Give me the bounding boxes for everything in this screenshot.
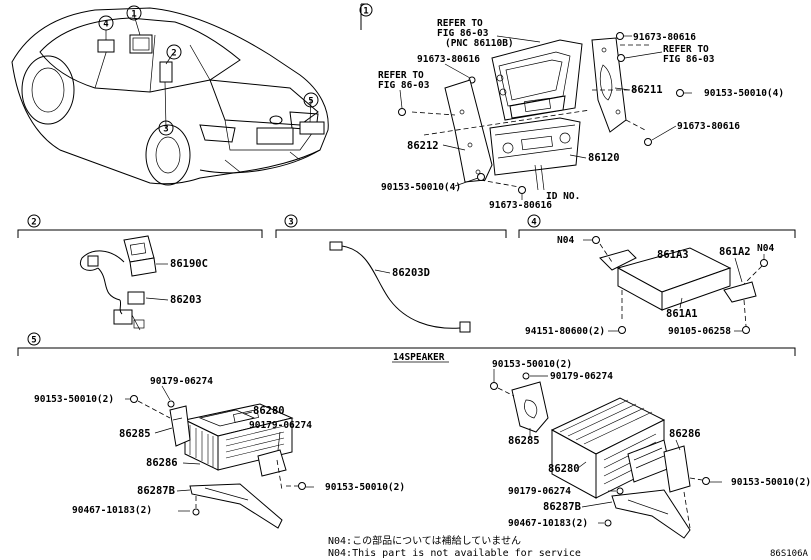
refer-top-line1: REFER TO	[437, 18, 483, 29]
section-2-badge: 2	[31, 218, 36, 228]
n04-label-b: N04	[757, 243, 774, 254]
car-callout-3: 3	[163, 125, 168, 135]
section-3: 3 86203D	[275, 214, 507, 333]
right-part-86286: 86286	[669, 428, 701, 440]
part-90105-06258: 90105-06258	[668, 326, 731, 337]
right-part-90153-50010-2-b: 90153-50010(2)	[731, 477, 811, 488]
car-callout-1: 1	[131, 10, 136, 20]
part-94151-80600-2: 94151-80600(2)	[525, 326, 605, 337]
refer-right-line1: REFER TO	[663, 44, 709, 55]
refer-right-line2: FIG 86-03	[663, 54, 715, 65]
car-callout-4: 4	[103, 20, 109, 30]
part-861A2: 861A2	[719, 246, 751, 258]
left-part-86280: 86280	[253, 405, 285, 417]
right-part-90153-50010-2-a: 90153-50010(2)	[492, 359, 572, 370]
part-90153-50010-4-b: 90153-50010(4)	[381, 182, 461, 193]
refer-top-line2: FIG 86-03	[437, 28, 489, 39]
part-90153-50010-4-a: 90153-50010(4)	[704, 88, 784, 99]
section-4-badge: 4	[531, 218, 537, 228]
part-86120: 86120	[588, 152, 620, 164]
left-part-90179-06274-a: 90179-06274	[150, 376, 213, 387]
refer-top-line3: (PNC 86110B)	[445, 38, 514, 49]
section-2: 2 86190C 86203	[17, 214, 263, 331]
section-3-badge: 3	[288, 218, 293, 228]
footer-note-japanese: N04:この部品については補給していません	[328, 534, 521, 547]
car-callout-5: 5	[308, 97, 313, 107]
part-861A3: 861A3	[657, 249, 689, 261]
part-86190C: 86190C	[170, 258, 208, 270]
right-part-86280: 86280	[548, 463, 580, 475]
car-callout-2: 2	[171, 49, 176, 59]
right-part-90179-06274-a: 90179-06274	[550, 371, 613, 382]
id-no-label: ID NO.	[546, 191, 580, 202]
right-part-90179-06274-b: 90179-06274	[508, 486, 571, 497]
left-part-90467-10183-2: 90467-10183(2)	[72, 505, 152, 516]
part-91673-80616-a: 91673-80616	[417, 54, 480, 65]
part-91673-80616-b: 91673-80616	[633, 32, 696, 43]
section-1-badge: 1	[363, 7, 368, 17]
left-part-90179-06274-b: 90179-06274	[249, 420, 312, 431]
left-part-86287B: 86287B	[137, 485, 175, 497]
section-1: 1 REFER TO FIG 86-03 (PNC 86110B) 91673-…	[359, 3, 784, 211]
part-91673-80616-d: 91673-80616	[489, 200, 552, 211]
speaker-label: 14SPEAKER	[393, 352, 445, 363]
figure-code: 86S106A	[770, 549, 809, 559]
section-5-badge: 5	[31, 336, 36, 346]
right-part-86285: 86285	[508, 435, 540, 447]
part-91673-80616-c: 91673-80616	[677, 121, 740, 132]
part-86211: 86211	[631, 84, 663, 96]
part-86212: 86212	[407, 140, 439, 152]
left-part-90153-50010-2-b: 90153-50010(2)	[325, 482, 405, 493]
part-86203: 86203	[170, 294, 202, 306]
left-part-86285: 86285	[119, 428, 151, 440]
right-part-90467-10183-2: 90467-10183(2)	[508, 518, 588, 529]
section-5: 5 14SPEAKER 90179-06274 90153-50010(2) 8…	[17, 332, 811, 539]
left-part-90153-50010-2-a: 90153-50010(2)	[34, 394, 114, 405]
section-4: 4 N04 N04 861A3 861A2 861A1 94151-80600(…	[518, 214, 796, 337]
car-illustration: 4 1 2 3 5	[11, 5, 329, 186]
left-part-86286: 86286	[146, 457, 178, 469]
footer-note-english: N04:This part is not available for servi…	[328, 548, 581, 559]
refer-left-line2: FIG 86-03	[378, 80, 430, 91]
part-86203D: 86203D	[392, 267, 430, 279]
n04-label-a: N04	[557, 235, 574, 246]
right-part-86287B: 86287B	[543, 501, 581, 513]
part-861A1: 861A1	[666, 308, 698, 320]
refer-left-line1: REFER TO	[378, 70, 424, 81]
